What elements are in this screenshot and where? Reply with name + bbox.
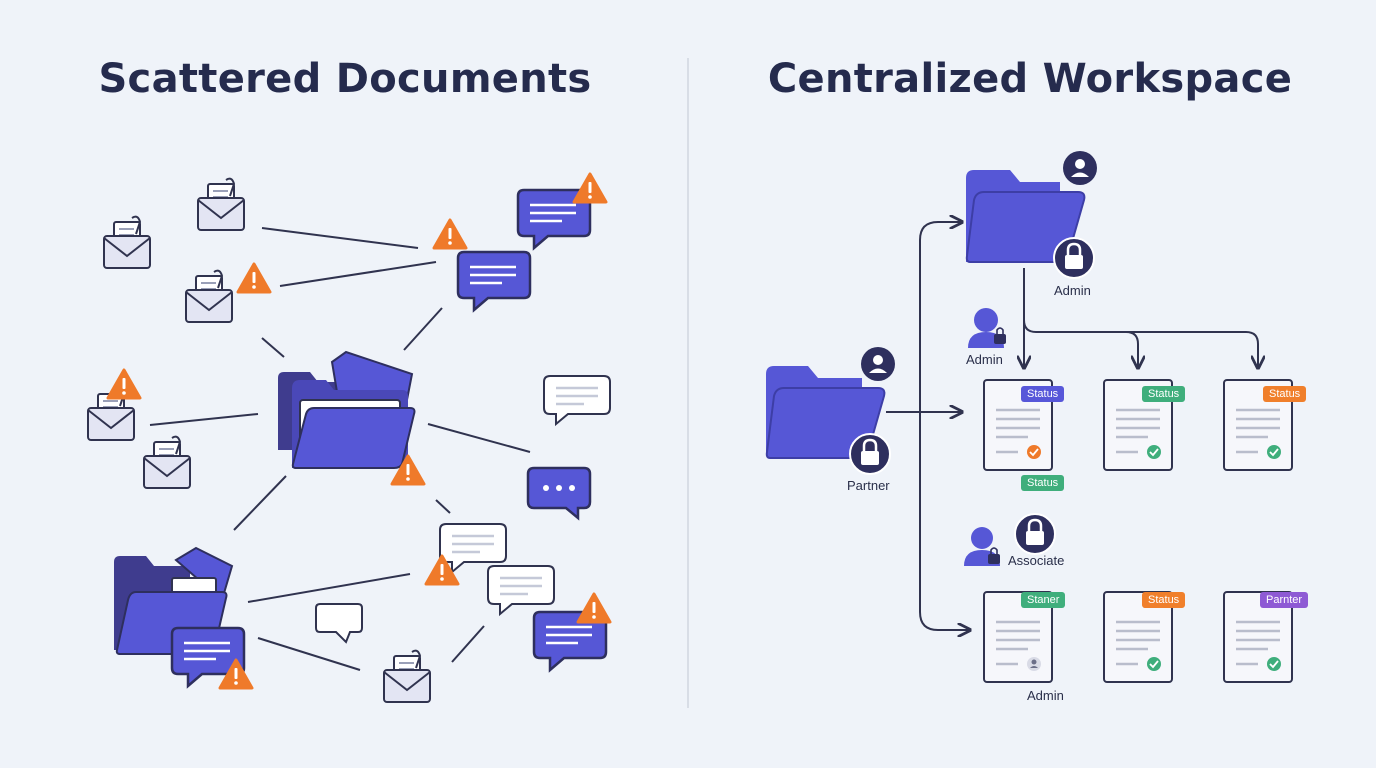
partner-folder-icon — [765, 366, 886, 459]
lock-icon — [1013, 512, 1057, 556]
envelope-icon — [185, 269, 233, 323]
status-badge: Parnter — [1260, 592, 1309, 608]
lock-icon — [1052, 236, 1096, 280]
warning-icon — [576, 592, 612, 624]
typing-chat-bubble-icon — [526, 466, 592, 521]
warning-icon — [236, 262, 272, 294]
role-label: Admin — [1027, 688, 1064, 703]
check-icon — [1267, 445, 1281, 459]
envelope-icon — [143, 435, 191, 489]
admin-user-icon — [968, 308, 1006, 348]
status-badge: Staner — [1021, 592, 1066, 608]
central-folder-stack-icon — [278, 350, 416, 469]
chat-bubble-outline-icon — [542, 374, 612, 426]
user-icon — [1063, 151, 1097, 185]
left-panel-title: Scattered Documents — [98, 56, 592, 102]
envelope-icon — [103, 215, 151, 269]
role-label: Associate — [1008, 553, 1065, 568]
status-badge: Status — [1263, 386, 1307, 402]
user-icon — [861, 347, 895, 381]
warning-icon — [432, 218, 468, 250]
role-label: Admin — [1054, 283, 1091, 298]
workspace-connector-lines — [886, 222, 1258, 630]
status-badge: Status — [1021, 475, 1065, 491]
chat-bubble-outline-icon — [438, 522, 508, 574]
associate-user-icon — [964, 527, 1000, 566]
status-badge: Status — [1142, 386, 1186, 402]
pending-status-icon — [1027, 445, 1041, 459]
lock-icon — [848, 432, 892, 476]
envelope-icon — [197, 177, 245, 231]
bottom-folder-stack-icon — [114, 546, 234, 655]
role-label: Admin — [966, 352, 1003, 367]
chat-bubble-icon — [456, 250, 532, 312]
right-panel-title: Centralized Workspace — [767, 56, 1293, 102]
chat-bubble-outline-icon — [486, 564, 556, 616]
status-badge: Status — [1142, 592, 1186, 608]
panel-divider — [687, 58, 689, 708]
status-badge: Status — [1021, 386, 1065, 402]
warning-icon — [106, 368, 142, 400]
check-icon — [1147, 657, 1161, 671]
check-icon — [1147, 445, 1161, 459]
check-icon — [1267, 657, 1281, 671]
role-label: Partner — [847, 478, 890, 493]
envelope-icon — [383, 649, 431, 703]
user-avatar-small-icon — [1027, 657, 1041, 671]
chat-bubble-outline-icon — [315, 603, 363, 644]
scatter-connector-lines — [149, 227, 531, 671]
warning-icon — [572, 172, 608, 204]
